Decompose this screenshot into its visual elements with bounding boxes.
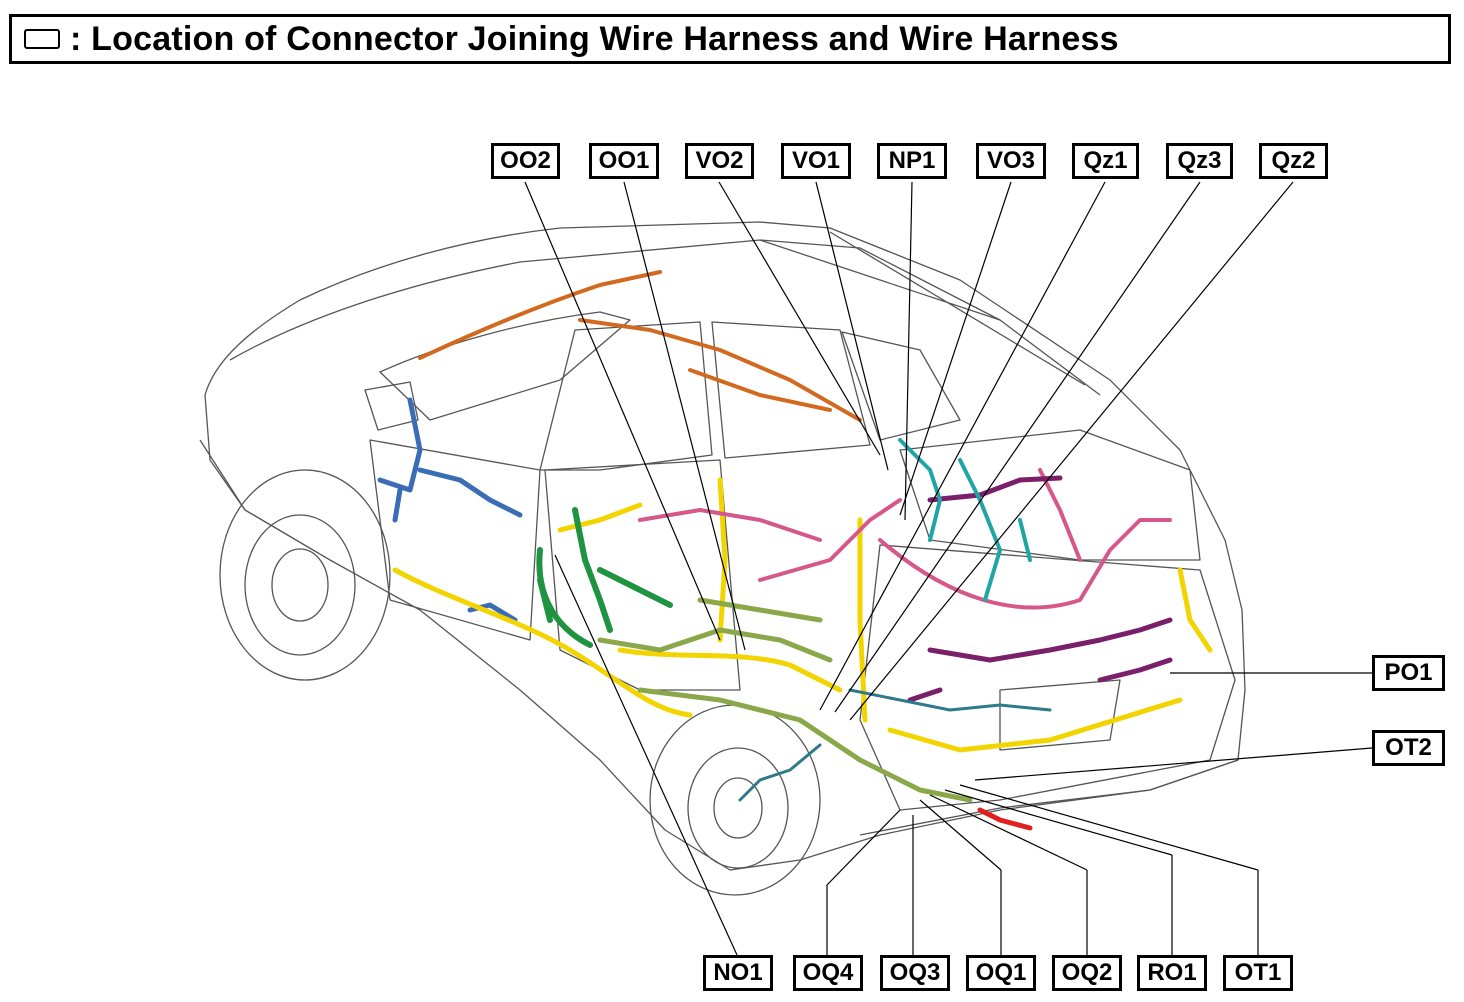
leader-ro1b [944,789,1173,856]
leader-np1 [904,181,913,521]
leader-oq2b [929,794,1088,871]
leader-qz3 [834,181,1201,713]
rear-quarter-window [841,331,961,441]
teal-harness [738,688,1052,802]
connector-label-oq4: OQ4 [793,955,863,991]
connector-label-po1: PO1 [1372,655,1445,691]
front-bumper [199,439,331,561]
leader-vo1 [815,181,889,471]
connector-label-qz2: Qz2 [1259,143,1328,179]
instrument-harness [536,507,673,648]
rear-hub [713,777,763,839]
connector-label-qz3: Qz3 [1166,143,1233,179]
leader-qz1 [819,181,1106,711]
connector-label-oo1: OO1 [589,143,659,179]
connector-label-oo2: OO2 [491,143,560,179]
front-hub [271,548,329,622]
front-door [369,439,541,641]
rear-side-window [711,321,871,459]
leader-vo3 [899,181,1012,516]
connector-label-oq2: OQ2 [1052,955,1122,991]
body-silhouette [204,221,1246,871]
mirror [364,381,419,431]
wheels [219,469,821,896]
roof-line [229,239,1101,396]
leader-oq4b [826,809,901,886]
connector-label-oq1: OQ1 [966,955,1036,991]
leader-lines [524,181,1373,956]
page-title: : Location of Connector Joining Wire Har… [70,19,1119,58]
leader-qz2 [849,181,1294,721]
rectangle-outline-icon [24,29,60,49]
connector-label-oq3: OQ3 [880,955,950,991]
back-door-harness [907,475,1173,703]
leader-vo2 [718,181,881,456]
rear-glass [899,429,1201,561]
leader-oq1b [919,799,1002,871]
leader-no1 [554,554,738,956]
front-wheel-arch [219,469,391,681]
connector-label-qz1: Qz1 [1072,143,1139,179]
cyan-harness [898,438,1032,602]
leader-ot1b [959,784,1259,871]
leader-ot2 [974,747,1373,781]
floor-harness [597,597,973,803]
leader-oo2 [524,181,721,641]
leader-oo1 [623,181,746,651]
connector-label-vo3: VO3 [976,143,1046,179]
connector-label-ot2: OT2 [1372,730,1445,766]
connector-label-ro1: RO1 [1137,955,1207,991]
license-recess [999,679,1121,751]
rear-door-harness [638,468,1172,610]
rear-bumper [859,759,1239,836]
roof-harness [418,270,862,422]
connector-label-np1: NP1 [877,143,947,179]
title-bar: : Location of Connector Joining Wire Har… [9,14,1451,64]
connector-label-ot1: OT1 [1223,955,1293,991]
connector-label-vo1: VO1 [781,143,851,179]
front-wheel [244,514,356,656]
body-main-harness [392,477,1213,753]
connector-label-no1: NO1 [703,955,773,991]
rear-wheel-arch [649,704,821,896]
windshield [379,311,631,421]
wire-harnesses [377,270,1213,831]
rear-wheel [687,747,789,869]
front-door-harness [377,397,523,623]
red-harness [977,807,1033,831]
front-side-window [539,321,713,471]
connector-label-vo2: VO2 [685,143,754,179]
back-door [859,544,1236,811]
roof-rail [759,231,1086,386]
